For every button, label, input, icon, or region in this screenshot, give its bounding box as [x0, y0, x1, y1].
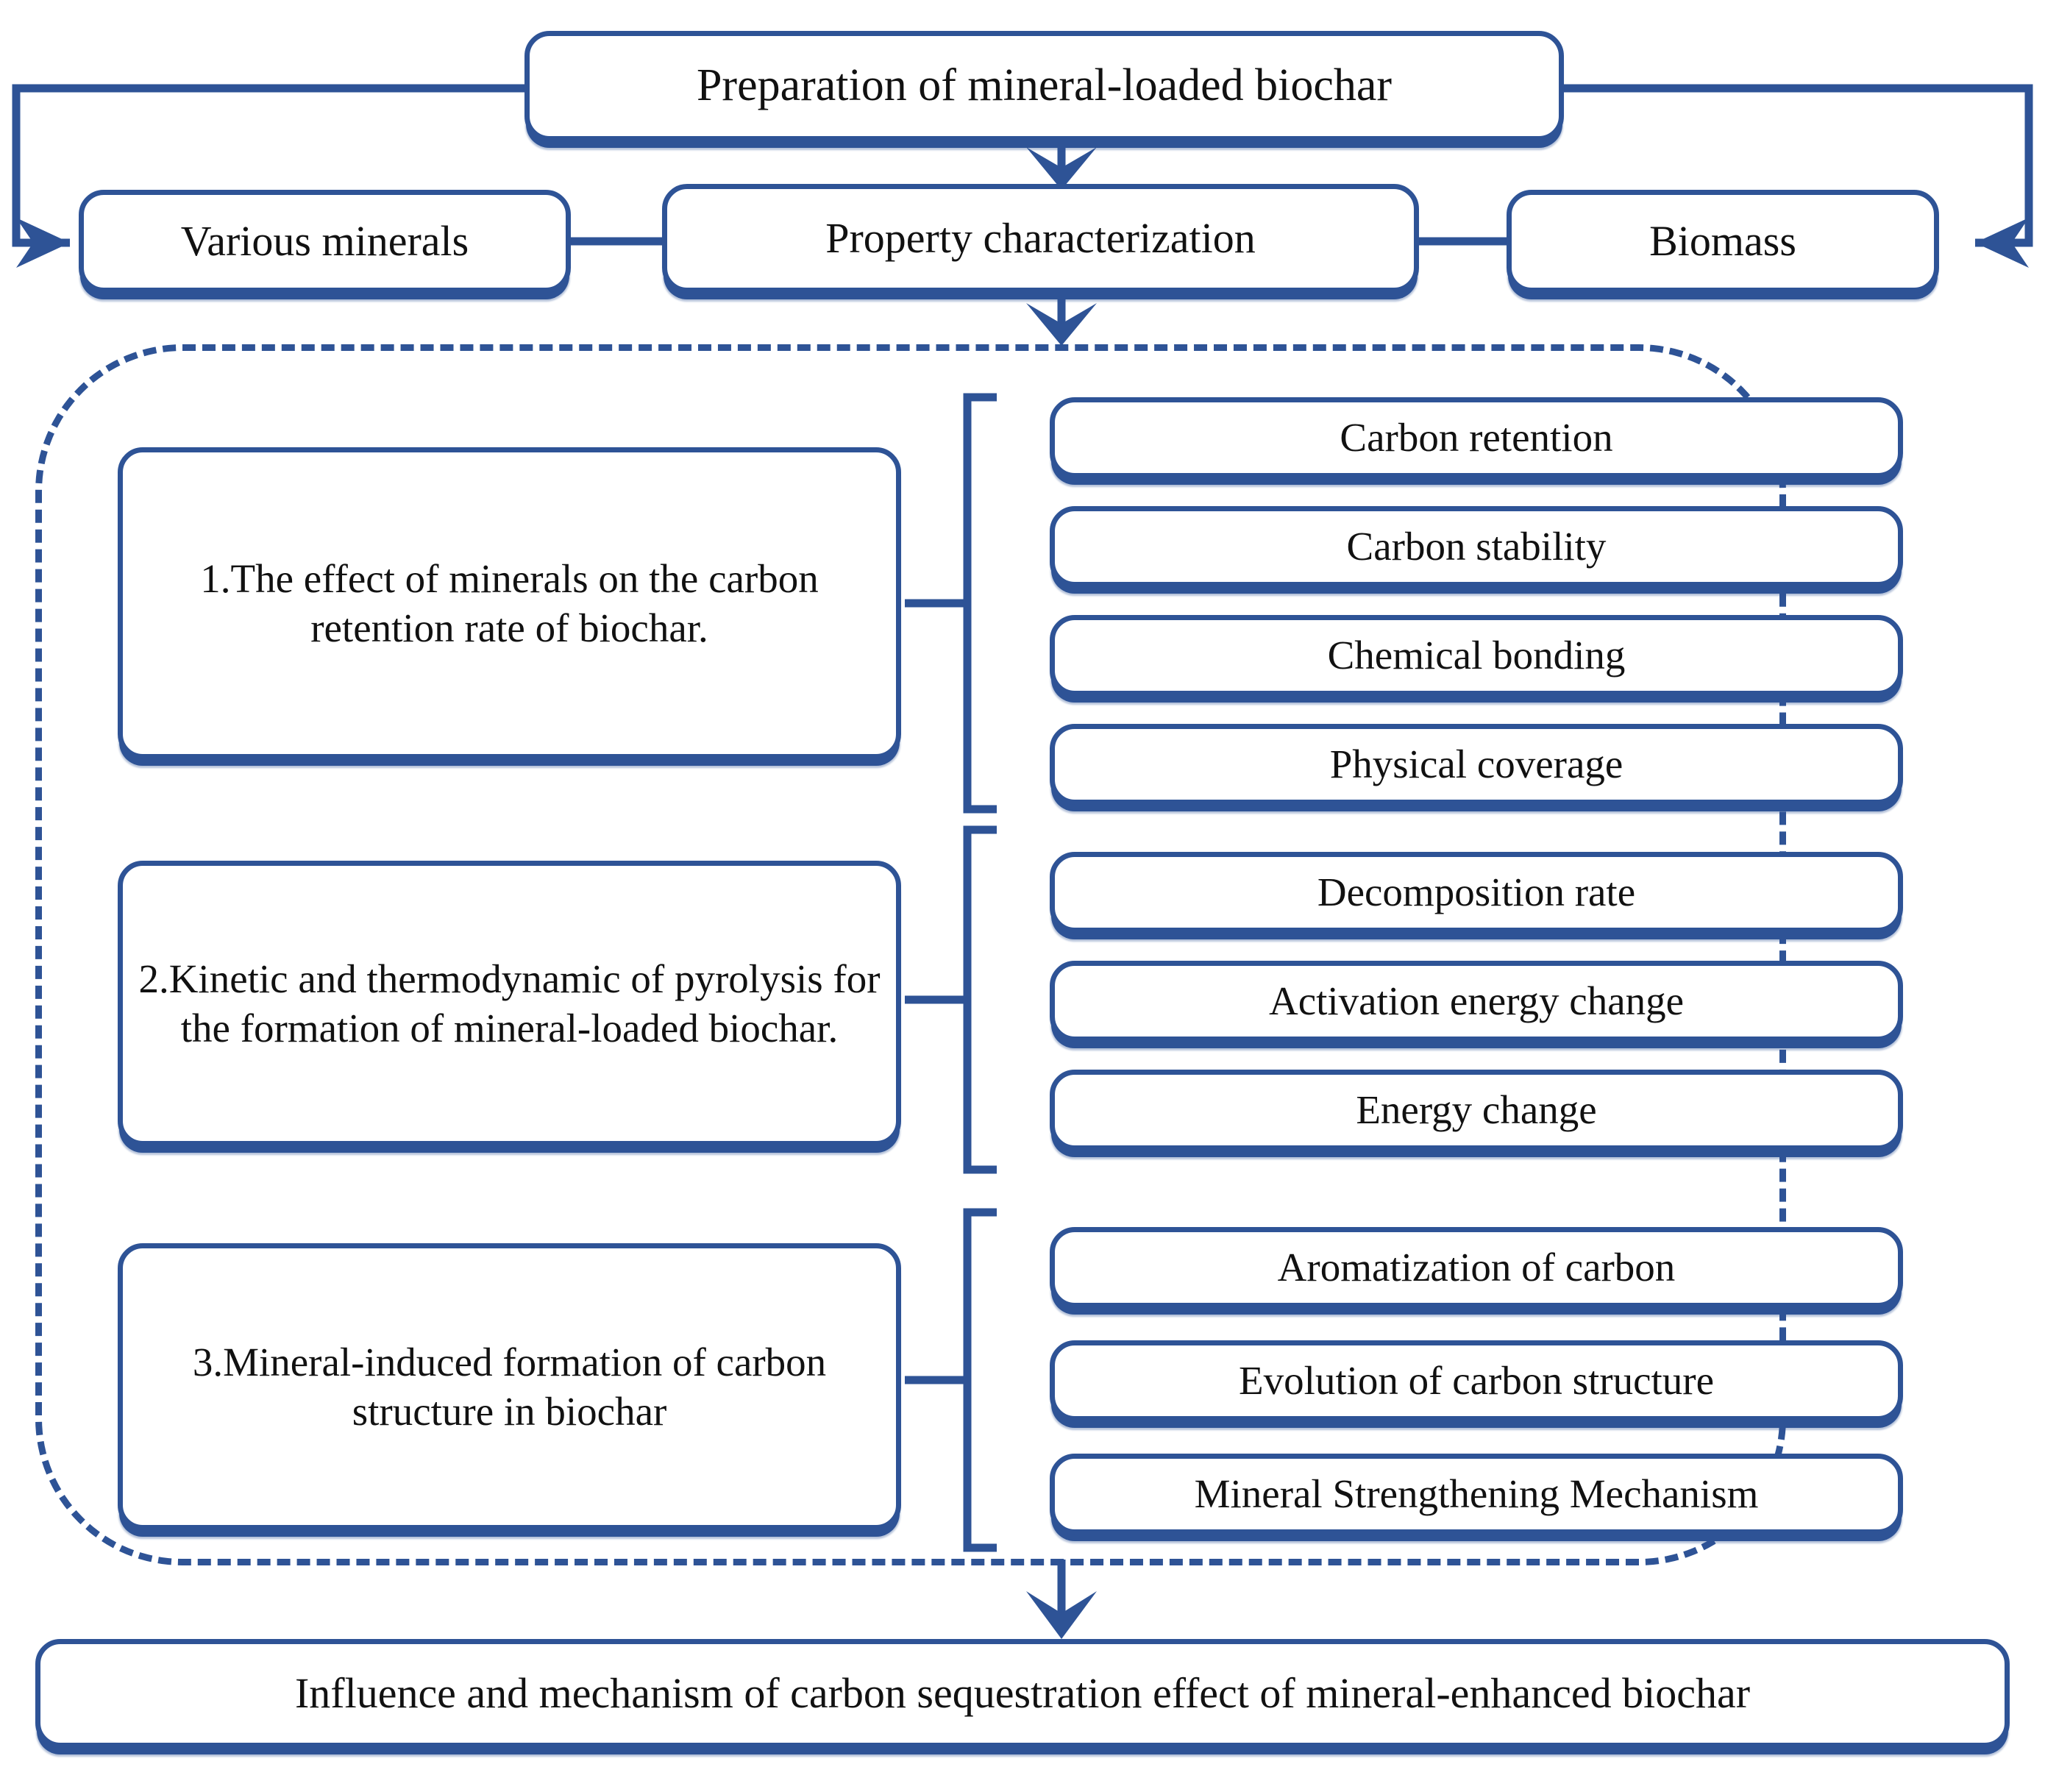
objective-1-box[interactable]: 1.The effect of minerals on the carbon r… [118, 447, 901, 759]
output-label: Chemical bonding [1327, 633, 1626, 678]
output-box-aromatization-of-carbon[interactable]: Aromatization of carbon [1050, 1227, 1903, 1308]
output-label: Decomposition rate [1317, 870, 1636, 915]
objective-2-box[interactable]: 2.Kinetic and thermodynamic of pyrolysis… [118, 861, 901, 1146]
preparation-box-label: Preparation of mineral-loaded biochar [696, 60, 1393, 111]
bracket-objective-1 [963, 393, 997, 814]
arrowhead-into-minerals [16, 218, 70, 268]
output-box-physical-coverage[interactable]: Physical coverage [1050, 724, 1903, 805]
objective-2-label: 2.Kinetic and thermodynamic of pyrolysis… [138, 956, 881, 1050]
output-label: Aromatization of carbon [1277, 1245, 1676, 1290]
arrowheads [16, 147, 2029, 1639]
objective-3-box[interactable]: 3.Mineral-induced formation of carbon st… [118, 1243, 901, 1530]
output-label: Evolution of carbon structure [1238, 1358, 1715, 1404]
arrowhead-title-to-property [1026, 147, 1097, 190]
output-box-energy-change[interactable]: Energy change [1050, 1070, 1903, 1151]
output-box-mineral-strengthening-mechanism[interactable]: Mineral Strengthening Mechanism [1050, 1454, 1903, 1535]
objective-1-label: 1.The effect of minerals on the carbon r… [200, 555, 819, 650]
bracket-objective-3 [963, 1208, 997, 1552]
output-box-activation-energy-change[interactable]: Activation energy change [1050, 961, 1903, 1042]
output-box-decomposition-rate[interactable]: Decomposition rate [1050, 852, 1903, 933]
arrowhead-region-to-conclusion [1026, 1591, 1097, 1639]
conclusion-box[interactable]: Influence and mechanism of carbon seques… [35, 1639, 2010, 1748]
output-label: Carbon retention [1340, 415, 1613, 461]
output-box-carbon-stability[interactable]: Carbon stability [1050, 506, 1903, 587]
output-label: Energy change [1356, 1087, 1597, 1133]
various-minerals-box[interactable]: Various minerals [79, 190, 571, 293]
output-label: Mineral Strengthening Mechanism [1194, 1471, 1759, 1517]
output-box-carbon-retention[interactable]: Carbon retention [1050, 397, 1903, 478]
output-label: Physical coverage [1329, 742, 1623, 787]
output-box-evolution-of-carbon-structure[interactable]: Evolution of carbon structure [1050, 1340, 1903, 1421]
objective-3-label: 3.Mineral-induced formation of carbon st… [192, 1339, 827, 1434]
bracket-objective-2 [963, 825, 997, 1174]
biomass-label: Biomass [1649, 216, 1796, 265]
research-scope-region [35, 344, 1786, 1565]
output-box-chemical-bonding[interactable]: Chemical bonding [1050, 615, 1903, 696]
preparation-box[interactable]: Preparation of mineral-loaded biochar [524, 31, 1564, 141]
property-characterization-label: Property characterization [825, 213, 1256, 262]
output-label: Activation energy change [1268, 978, 1685, 1024]
property-characterization-box[interactable]: Property characterization [662, 184, 1419, 293]
output-label: Carbon stability [1346, 524, 1607, 569]
biomass-box[interactable]: Biomass [1507, 190, 1939, 293]
arrowhead-property-to-region [1026, 303, 1097, 346]
arrowhead-into-biomass [1975, 218, 2029, 268]
various-minerals-label: Various minerals [180, 216, 469, 265]
conclusion-label: Influence and mechanism of carbon seques… [294, 1668, 1751, 1717]
